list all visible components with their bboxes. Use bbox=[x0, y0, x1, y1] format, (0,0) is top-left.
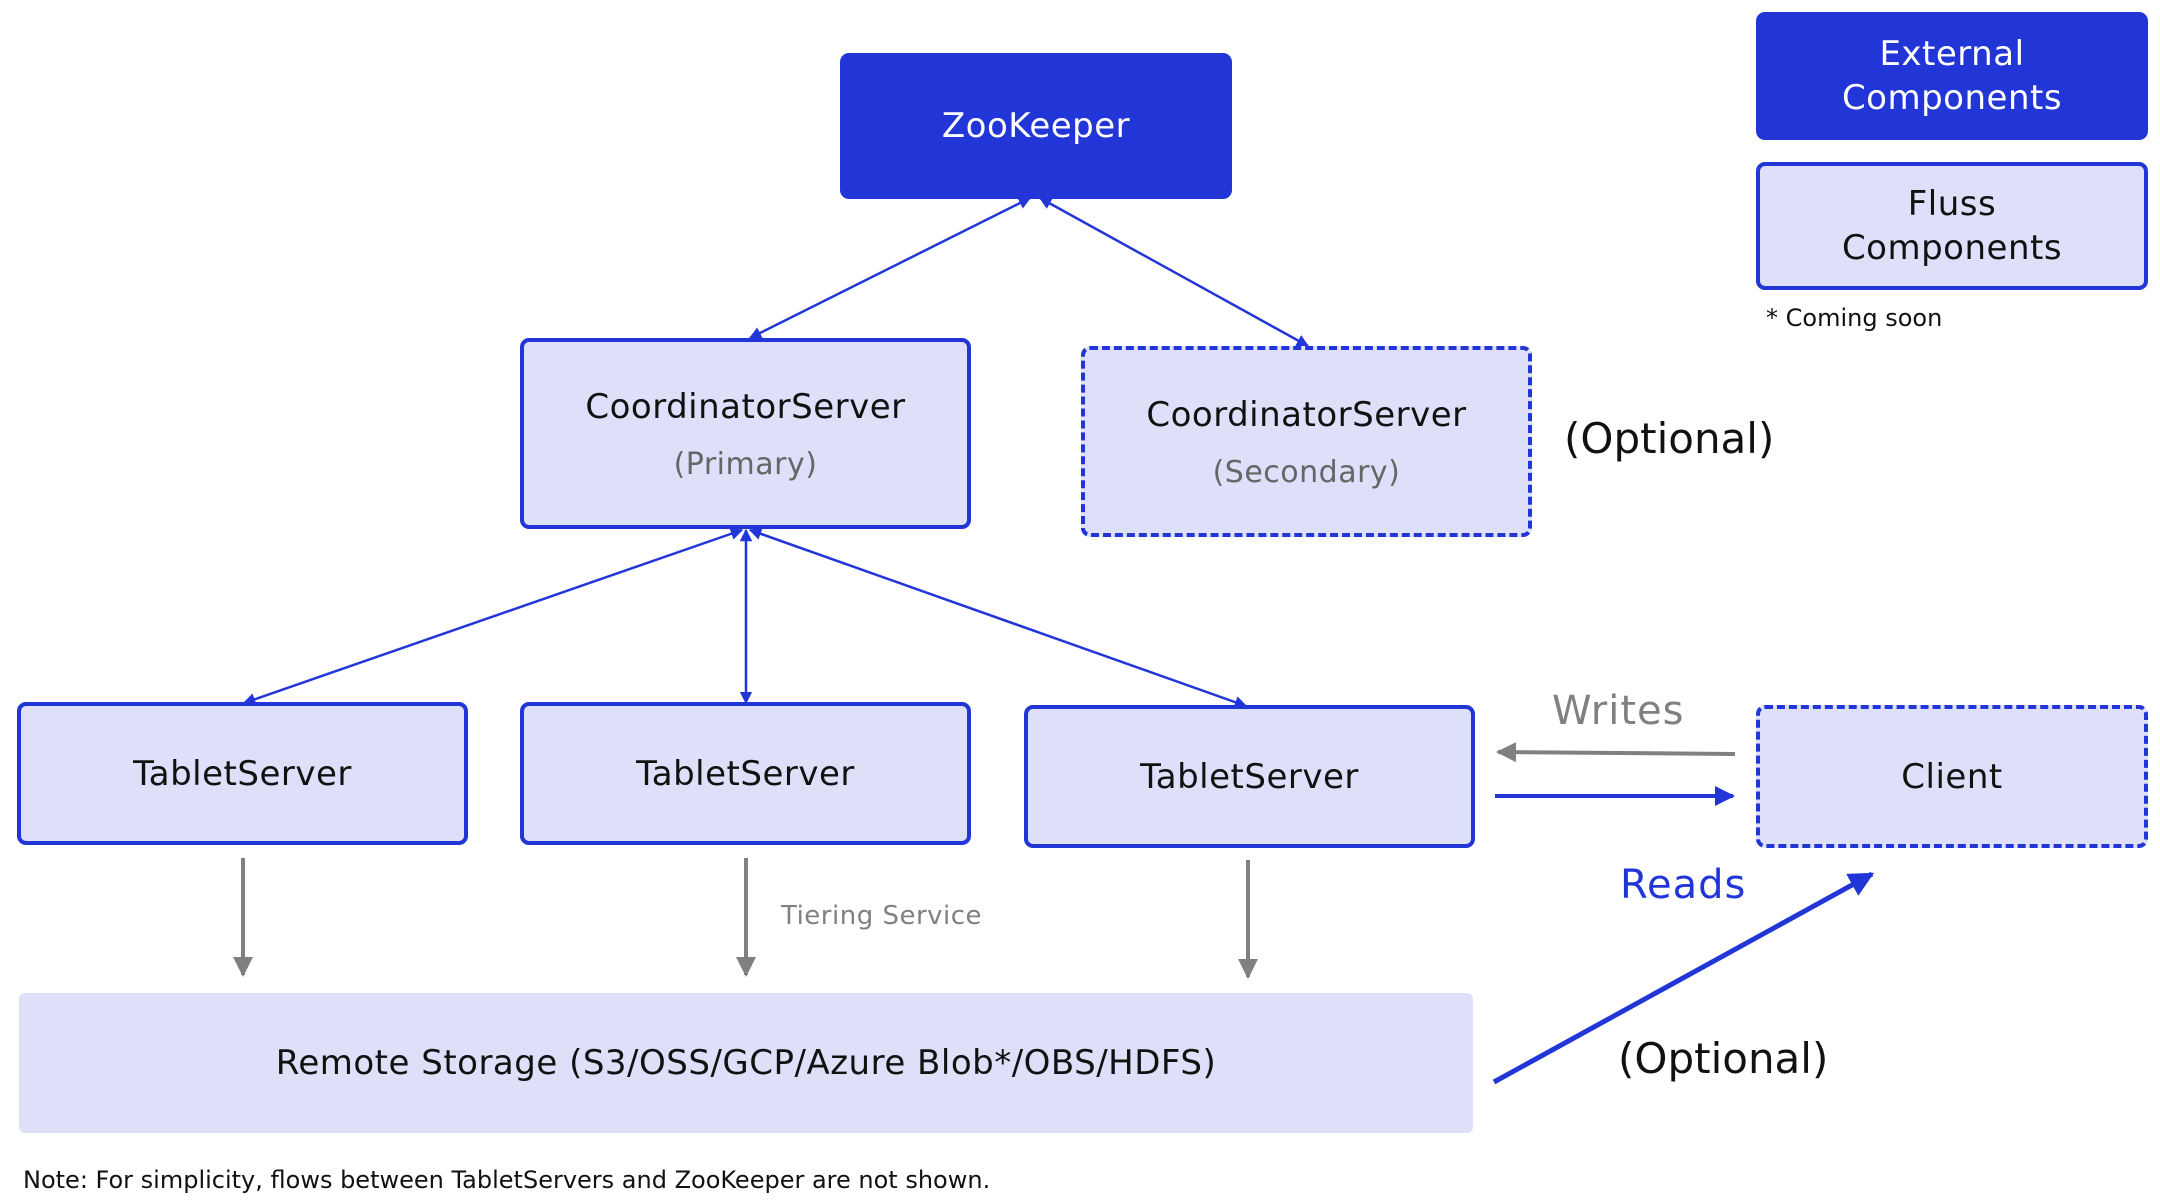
optional-storage-label: (Optional) bbox=[1618, 1034, 1829, 1083]
tablet-server-node-1: TabletServer bbox=[17, 702, 468, 845]
tiering-service-label: Tiering Service bbox=[781, 901, 983, 931]
tablet-server-node-3: TabletServer bbox=[1024, 705, 1475, 848]
legend-coming-soon: * Coming soon bbox=[1766, 304, 1943, 332]
coordinator-primary-title: CoordinatorServer bbox=[585, 387, 906, 427]
writes-label: Writes bbox=[1552, 688, 1685, 734]
tablet-server-node-2: TabletServer bbox=[520, 702, 971, 845]
zookeeper-label: ZooKeeper bbox=[941, 106, 1131, 146]
coordinator-secondary-title: CoordinatorServer bbox=[1146, 395, 1467, 435]
arrow-zookeeper-coordinator-secondary bbox=[1038, 196, 1310, 348]
reads-label: Reads bbox=[1620, 862, 1747, 908]
tablet-server-label: TabletServer bbox=[133, 753, 352, 794]
client-label: Client bbox=[1901, 756, 2003, 797]
legend-fluss-box: Fluss Components bbox=[1756, 162, 2148, 290]
optional-coordinator-label: (Optional) bbox=[1564, 414, 1775, 463]
arrow-storage-client bbox=[1492, 871, 1875, 1085]
legend-external-label: External Components bbox=[1841, 34, 2063, 118]
arrow-coordinator-tablet-1 bbox=[242, 527, 744, 706]
zookeeper-node: ZooKeeper bbox=[840, 53, 1232, 199]
client-node: Client bbox=[1756, 705, 2148, 848]
coordinator-primary-node: CoordinatorServer (Primary) bbox=[520, 338, 971, 529]
coordinator-secondary-subtitle: (Secondary) bbox=[1212, 455, 1401, 490]
diagram-footnote: Note: For simplicity, flows between Tabl… bbox=[23, 1166, 991, 1194]
legend-fluss-label: Fluss Components bbox=[1841, 184, 2063, 268]
tablet-server-label: TabletServer bbox=[1140, 756, 1359, 797]
coordinator-secondary-node: CoordinatorServer (Secondary) bbox=[1081, 346, 1532, 537]
remote-storage-label: Remote Storage (S3/OSS/GCP/Azure Blob*/O… bbox=[275, 1043, 1217, 1083]
arrow-writes bbox=[1496, 742, 1736, 763]
arrow-coordinator-tablet-3 bbox=[748, 527, 1248, 709]
coordinator-primary-subtitle: (Primary) bbox=[673, 447, 818, 482]
tablet-server-label: TabletServer bbox=[636, 753, 855, 794]
arrow-zookeeper-coordinator-primary bbox=[748, 196, 1032, 340]
legend-external-box: External Components bbox=[1756, 12, 2148, 140]
remote-storage-node: Remote Storage (S3/OSS/GCP/Azure Blob*/O… bbox=[19, 993, 1473, 1133]
